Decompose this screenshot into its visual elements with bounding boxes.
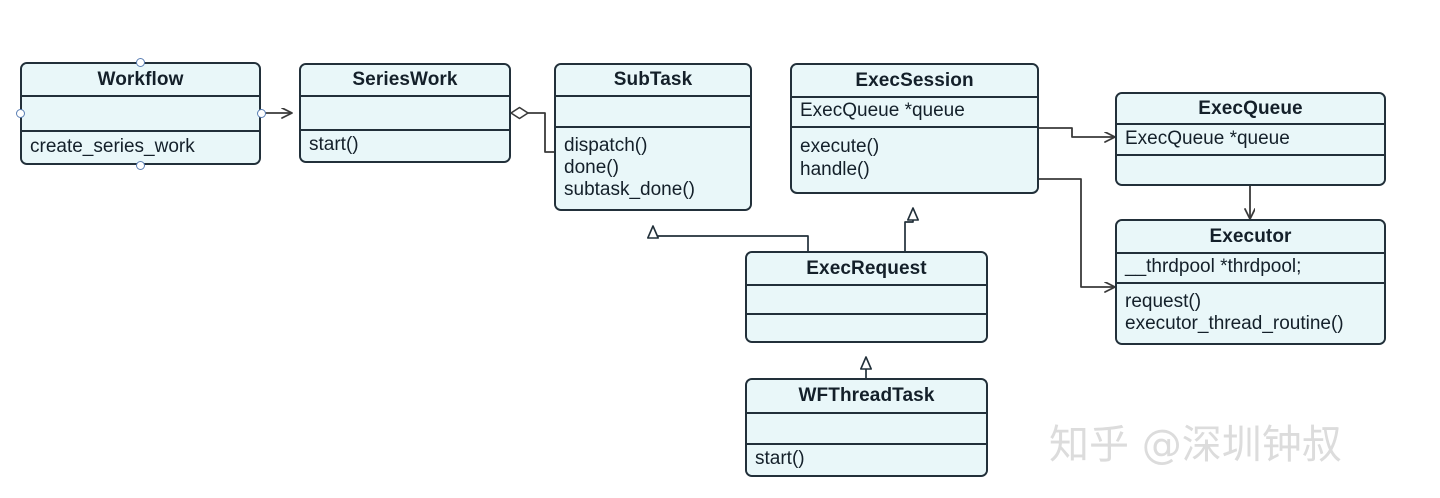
edge-execrequest-execsession	[904, 207, 919, 251]
class-title-execqueue: ExecQueue	[1117, 94, 1384, 123]
class-title-workflow: Workflow	[22, 64, 259, 96]
attribute-line: ExecQueue *queue	[1125, 127, 1290, 149]
method-line: execute()	[800, 136, 880, 158]
method-line: handle()	[800, 158, 870, 180]
selection-handle-left[interactable]	[16, 109, 25, 118]
attribute-line: ExecQueue *queue	[800, 100, 965, 122]
method-line: executor_thread_routine()	[1125, 313, 1344, 334]
edge-execsession-execqueue	[1039, 127, 1115, 137]
class-attributes-subtask	[556, 95, 750, 127]
class-title-subtask: SubTask	[556, 65, 750, 96]
class-box-workflow[interactable]: Workflow create_series_work	[20, 62, 261, 165]
class-attributes-workflow	[22, 95, 259, 130]
class-box-execsession[interactable]: ExecSession ExecQueue *queue execute() h…	[790, 63, 1039, 194]
class-box-subtask[interactable]: SubTask dispatch() done() subtask_done()	[554, 63, 752, 211]
method-line: dispatch()	[564, 134, 648, 156]
class-methods-subtask: dispatch() done() subtask_done()	[556, 126, 750, 209]
class-title-wfthreadtask: WFThreadTask	[747, 380, 986, 412]
edge-serieswork-subtask	[510, 106, 554, 153]
class-title-execsession: ExecSession	[792, 65, 1037, 96]
method-line: start()	[309, 134, 359, 156]
class-methods-workflow: create_series_work	[22, 129, 259, 163]
selection-handle-top[interactable]	[136, 58, 145, 67]
class-attributes-executor: __thrdpool *thrdpool;	[1117, 252, 1384, 282]
class-box-execrequest[interactable]: ExecRequest	[745, 251, 988, 343]
watermark-text: 知乎 @深圳钟叔	[1049, 422, 1342, 468]
class-attributes-execsession: ExecQueue *queue	[792, 96, 1037, 126]
class-attributes-execqueue: ExecQueue *queue	[1117, 123, 1384, 154]
edge-execsession-executor	[1039, 178, 1115, 287]
class-methods-execrequest	[747, 313, 986, 341]
selection-handle-bottom[interactable]	[136, 161, 145, 170]
class-methods-execqueue	[1117, 154, 1384, 184]
class-box-execqueue[interactable]: ExecQueue ExecQueue *queue	[1115, 92, 1386, 186]
class-attributes-wfthreadtask	[747, 412, 986, 443]
class-methods-execsession: execute() handle()	[792, 126, 1037, 190]
class-box-wfthreadtask[interactable]: WFThreadTask start()	[745, 378, 988, 477]
class-attributes-execrequest	[747, 284, 986, 313]
class-methods-wfthreadtask: start()	[747, 443, 986, 475]
edge-execrequest-subtask	[647, 225, 809, 251]
class-methods-executor: request() executor_thread_routine()	[1117, 282, 1384, 343]
selection-handle-right[interactable]	[257, 109, 266, 118]
class-methods-serieswork: start()	[301, 128, 509, 161]
method-line: done()	[564, 156, 619, 178]
method-line: create_series_work	[30, 135, 195, 157]
attribute-line: __thrdpool *thrdpool;	[1125, 256, 1302, 278]
method-line: request()	[1125, 290, 1202, 312]
class-title-execrequest: ExecRequest	[747, 253, 986, 284]
class-box-executor[interactable]: Executor __thrdpool *thrdpool; request()…	[1115, 219, 1386, 345]
method-line: start()	[755, 448, 805, 470]
class-attributes-serieswork	[301, 95, 509, 129]
method-line: subtask_done()	[564, 179, 695, 201]
class-title-executor: Executor	[1117, 221, 1384, 252]
class-title-serieswork: SeriesWork	[301, 65, 509, 96]
class-box-serieswork[interactable]: SeriesWork start()	[299, 63, 511, 163]
